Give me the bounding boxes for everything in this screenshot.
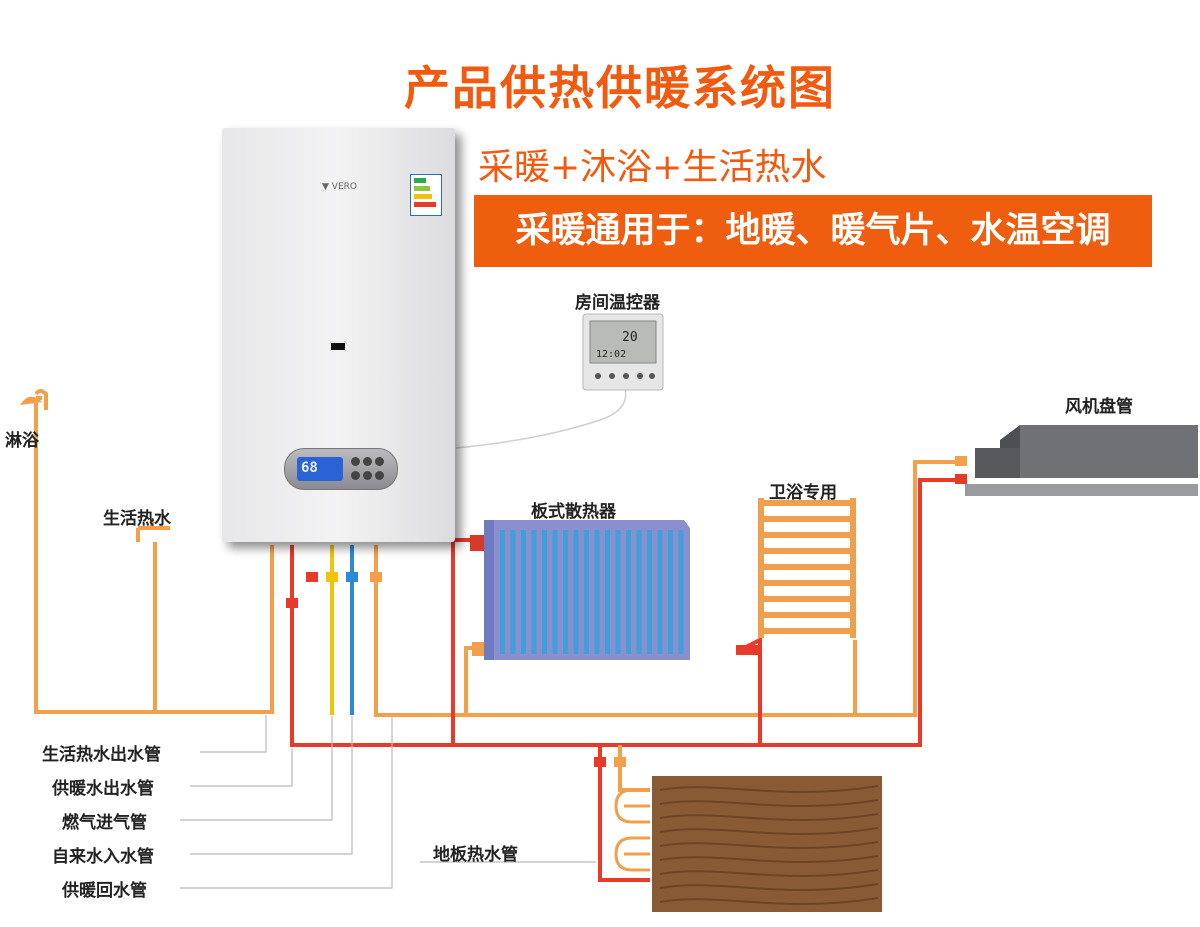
towel-bar bbox=[758, 564, 856, 570]
thermostat-temp: 20 bbox=[622, 330, 638, 345]
floor-pipe-label: 地板热水管 bbox=[433, 845, 518, 865]
panel-button bbox=[363, 471, 372, 480]
radiator-fin bbox=[573, 530, 579, 654]
page-subtitle: 采暖+沐浴+生活热水 bbox=[478, 147, 827, 188]
radiator-fin bbox=[678, 530, 684, 654]
control-panel: 68 bbox=[284, 448, 398, 490]
brand-logo: ▼ VERO bbox=[322, 182, 357, 192]
hot-water-pipe bbox=[34, 396, 274, 714]
radiator-fin bbox=[605, 530, 610, 654]
wood-grain-line bbox=[659, 869, 879, 878]
wall-hung-boiler: ▼ VERO 68 bbox=[222, 128, 455, 542]
radiator-fin bbox=[531, 530, 537, 654]
fan-coil-icon bbox=[965, 425, 1198, 496]
radiator-icon bbox=[470, 520, 690, 660]
towel-bar bbox=[758, 500, 856, 506]
radiator-fin bbox=[542, 530, 547, 654]
radiator-fin bbox=[636, 530, 642, 654]
legend-leaders bbox=[180, 715, 596, 889]
radiator-fin bbox=[552, 530, 558, 654]
valve-icons bbox=[286, 456, 967, 767]
boiler-screen-value: 68 bbox=[301, 460, 318, 476]
wood-grain-line bbox=[659, 855, 879, 864]
energy-label bbox=[410, 174, 442, 216]
wood-grain-line bbox=[659, 813, 879, 822]
radiator-fin bbox=[510, 530, 516, 654]
radiator-fin bbox=[521, 530, 526, 654]
legend-item-hot-water-out: 生活热水出水管 bbox=[42, 745, 161, 765]
wood-grain-line bbox=[659, 799, 879, 808]
wood-grain-line bbox=[659, 785, 879, 794]
towel-bar bbox=[758, 580, 856, 586]
radiator-fin bbox=[657, 530, 663, 654]
floor-heating-coil bbox=[614, 788, 650, 872]
wood-grain-line bbox=[659, 827, 879, 836]
shower-label: 淋浴 bbox=[5, 431, 39, 451]
towel-bar bbox=[758, 612, 856, 618]
radiator-fin bbox=[500, 530, 505, 654]
towel-bar bbox=[758, 628, 856, 634]
usage-banner: 采暖通用于：地暖、暖气片、水温空调 bbox=[474, 195, 1152, 267]
radiator-fin bbox=[647, 530, 652, 654]
panel-button bbox=[351, 457, 360, 466]
radiator-fin bbox=[584, 530, 589, 654]
radiator-fin bbox=[615, 530, 621, 654]
thermostat-buttons bbox=[595, 373, 655, 379]
wood-floor-icon bbox=[614, 776, 882, 912]
panel-button bbox=[375, 471, 384, 480]
towel-bar bbox=[758, 548, 856, 554]
legend-item-heating-return: 供暖回水管 bbox=[62, 881, 147, 901]
boiler-indicator bbox=[331, 343, 345, 350]
panel-button bbox=[375, 457, 384, 466]
towel-bar bbox=[758, 532, 856, 538]
thermostat-time: 12:02 bbox=[596, 349, 626, 360]
page-title: 产品供热供暖系统图 bbox=[404, 61, 836, 115]
radiator-fin bbox=[626, 530, 631, 654]
radiator-fin bbox=[563, 530, 568, 654]
radiator-fin bbox=[668, 530, 673, 654]
tap-icon bbox=[136, 520, 170, 542]
radiator-fin bbox=[594, 530, 600, 654]
legend-item-heating-supply: 供暖水出水管 bbox=[52, 779, 154, 799]
legend-item-gas-inlet: 燃气进气管 bbox=[62, 813, 147, 833]
panel-button bbox=[363, 457, 372, 466]
panel-button bbox=[351, 471, 360, 480]
legend-item-cold-water-inlet: 自来水入水管 bbox=[52, 847, 154, 867]
towel-rail-icon bbox=[758, 498, 856, 638]
shower-icon bbox=[20, 389, 48, 410]
towel-bar bbox=[758, 516, 856, 522]
thermostat-wire bbox=[455, 387, 627, 449]
wood-grain-line bbox=[659, 841, 879, 850]
wood-grain-line bbox=[659, 897, 879, 906]
radiator-label: 板式散热器 bbox=[531, 502, 616, 522]
boiler-screen: 68 bbox=[297, 457, 343, 481]
fan-coil-label: 风机盘管 bbox=[1065, 397, 1133, 417]
room-thermostat: 20 12:02 bbox=[582, 313, 664, 391]
towel-rail-label: 卫浴专用 bbox=[769, 483, 837, 503]
towel-bar bbox=[758, 596, 856, 602]
thermostat-label: 房间温控器 bbox=[575, 293, 660, 313]
domestic-tap-label: 生活热水 bbox=[103, 509, 171, 529]
wood-grain-line bbox=[659, 883, 879, 892]
